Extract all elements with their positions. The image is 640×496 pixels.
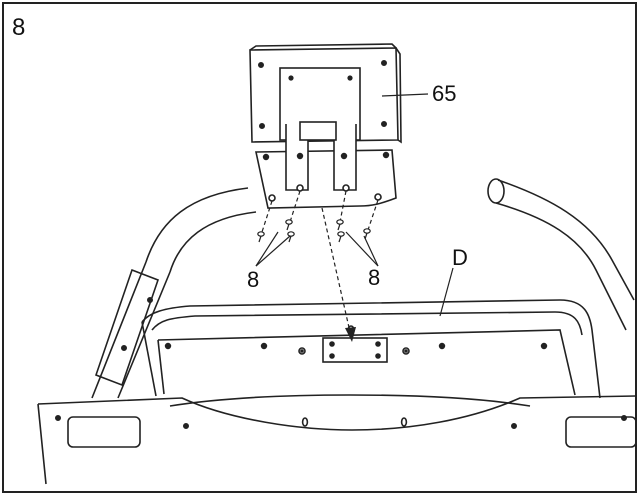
bolt [285, 219, 293, 231]
bolt [257, 231, 265, 243]
console-65 [249, 43, 402, 209]
bolt [287, 231, 295, 243]
bolts [257, 219, 371, 243]
callout-console-base-d: D [452, 245, 468, 270]
console-base-d [141, 299, 601, 399]
callout-bolts-left: 8 [247, 267, 259, 292]
bolt-alignment [261, 190, 379, 333]
bolt [363, 228, 371, 240]
callout-console-65: 65 [432, 81, 456, 106]
callout-leaders [255, 93, 454, 317]
step-number: 8 [12, 14, 25, 41]
callout-bolts-right: 8 [368, 265, 380, 290]
leader-65 [381, 93, 429, 97]
bolt [336, 219, 344, 231]
right-upright-handlebar [487, 178, 635, 331]
left-upright-handlebar [91, 187, 257, 399]
lower-frame-hood [37, 394, 637, 485]
insertion-arrowhead [345, 327, 356, 342]
bolt [337, 231, 345, 243]
leader-d [439, 267, 454, 317]
